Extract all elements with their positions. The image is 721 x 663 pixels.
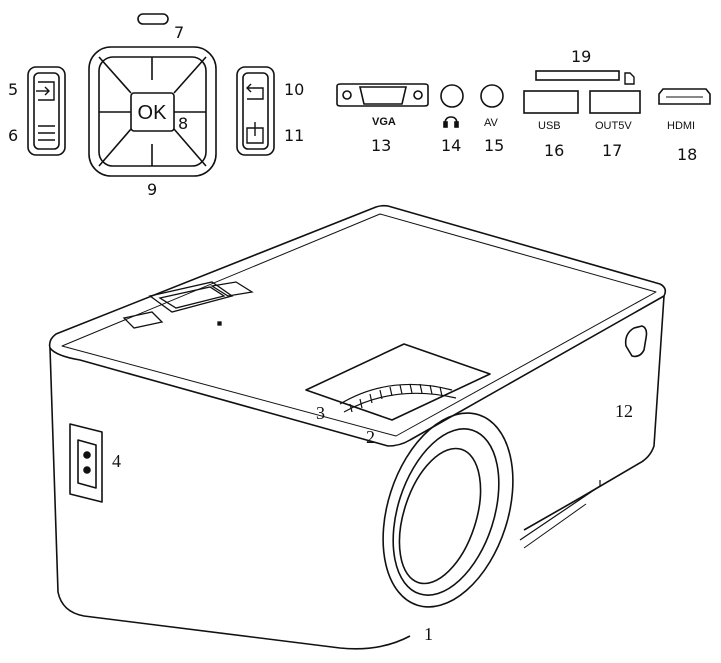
callout-6: 6 (8, 126, 18, 145)
callout-14: 14 (441, 136, 461, 155)
projector-top-controls (122, 281, 254, 329)
callout-9: 9 (147, 180, 157, 199)
indicator-key (137, 13, 169, 25)
control-panel-callouts: 5 6 7 8 9 10 11 (8, 23, 304, 199)
callout-17: 17 (602, 141, 622, 160)
callout-12: 12 (615, 401, 633, 421)
ok-label: OK (138, 102, 168, 124)
out5v-label: OUT5V (595, 120, 632, 132)
callout-1: 1 (424, 624, 433, 644)
port-labels: VGA AV USB OUT5V HDMI (372, 116, 695, 132)
callout-10: 10 (284, 80, 304, 99)
menu-icon (38, 125, 55, 141)
usb-port (523, 90, 579, 114)
headphone-icon (443, 116, 459, 128)
left-button-inner (33, 72, 60, 150)
callout-15: 15 (484, 136, 504, 155)
usb-label: USB (538, 120, 561, 132)
sd-card-slot (535, 70, 620, 81)
lens-bezel (382, 412, 514, 608)
focus-wheel (339, 383, 457, 413)
sd-card-icon (624, 72, 635, 85)
ok-button (130, 92, 175, 132)
d-pad (88, 46, 217, 177)
power-socket (69, 423, 103, 503)
projector-right-side (523, 295, 665, 531)
av-jack (480, 84, 504, 108)
focus-window (305, 343, 491, 421)
callout-11: 11 (284, 126, 304, 145)
vga-label: VGA (372, 116, 396, 128)
headphone-jack (440, 84, 464, 108)
callout-2: 2 (366, 427, 375, 447)
return-icon (246, 83, 264, 100)
left-button-outer (27, 66, 66, 156)
callout-18: 18 (677, 145, 697, 164)
control-panel: OK (27, 13, 275, 177)
callout-19: 19 (571, 47, 591, 66)
lens-ring (392, 428, 500, 596)
lens-glass (398, 447, 482, 585)
port-callouts: 13 14 15 16 17 18 19 (371, 47, 697, 164)
callout-3: 3 (316, 403, 325, 423)
ports-panel (336, 70, 711, 114)
input-icon (36, 81, 55, 101)
callout-4: 4 (112, 451, 121, 471)
out5v-port (589, 90, 641, 114)
callout-8: 8 (178, 114, 188, 133)
projector-front-left (49, 347, 411, 650)
hdmi-port (658, 88, 711, 105)
projector-body (48, 204, 667, 650)
right-button-outer (236, 66, 275, 156)
av-label: AV (484, 117, 499, 129)
projector-top (48, 204, 667, 447)
callout-13: 13 (371, 136, 391, 155)
ir-receiver (624, 325, 648, 358)
callout-7: 7 (174, 23, 184, 42)
hdmi-label: HDMI (667, 120, 695, 132)
vga-port (336, 83, 429, 107)
power-icon (246, 122, 264, 144)
callout-16: 16 (544, 141, 564, 160)
right-button-inner (242, 72, 269, 150)
projector-callouts: 1 2 3 4 12 (112, 401, 633, 644)
callout-5: 5 (8, 80, 18, 99)
